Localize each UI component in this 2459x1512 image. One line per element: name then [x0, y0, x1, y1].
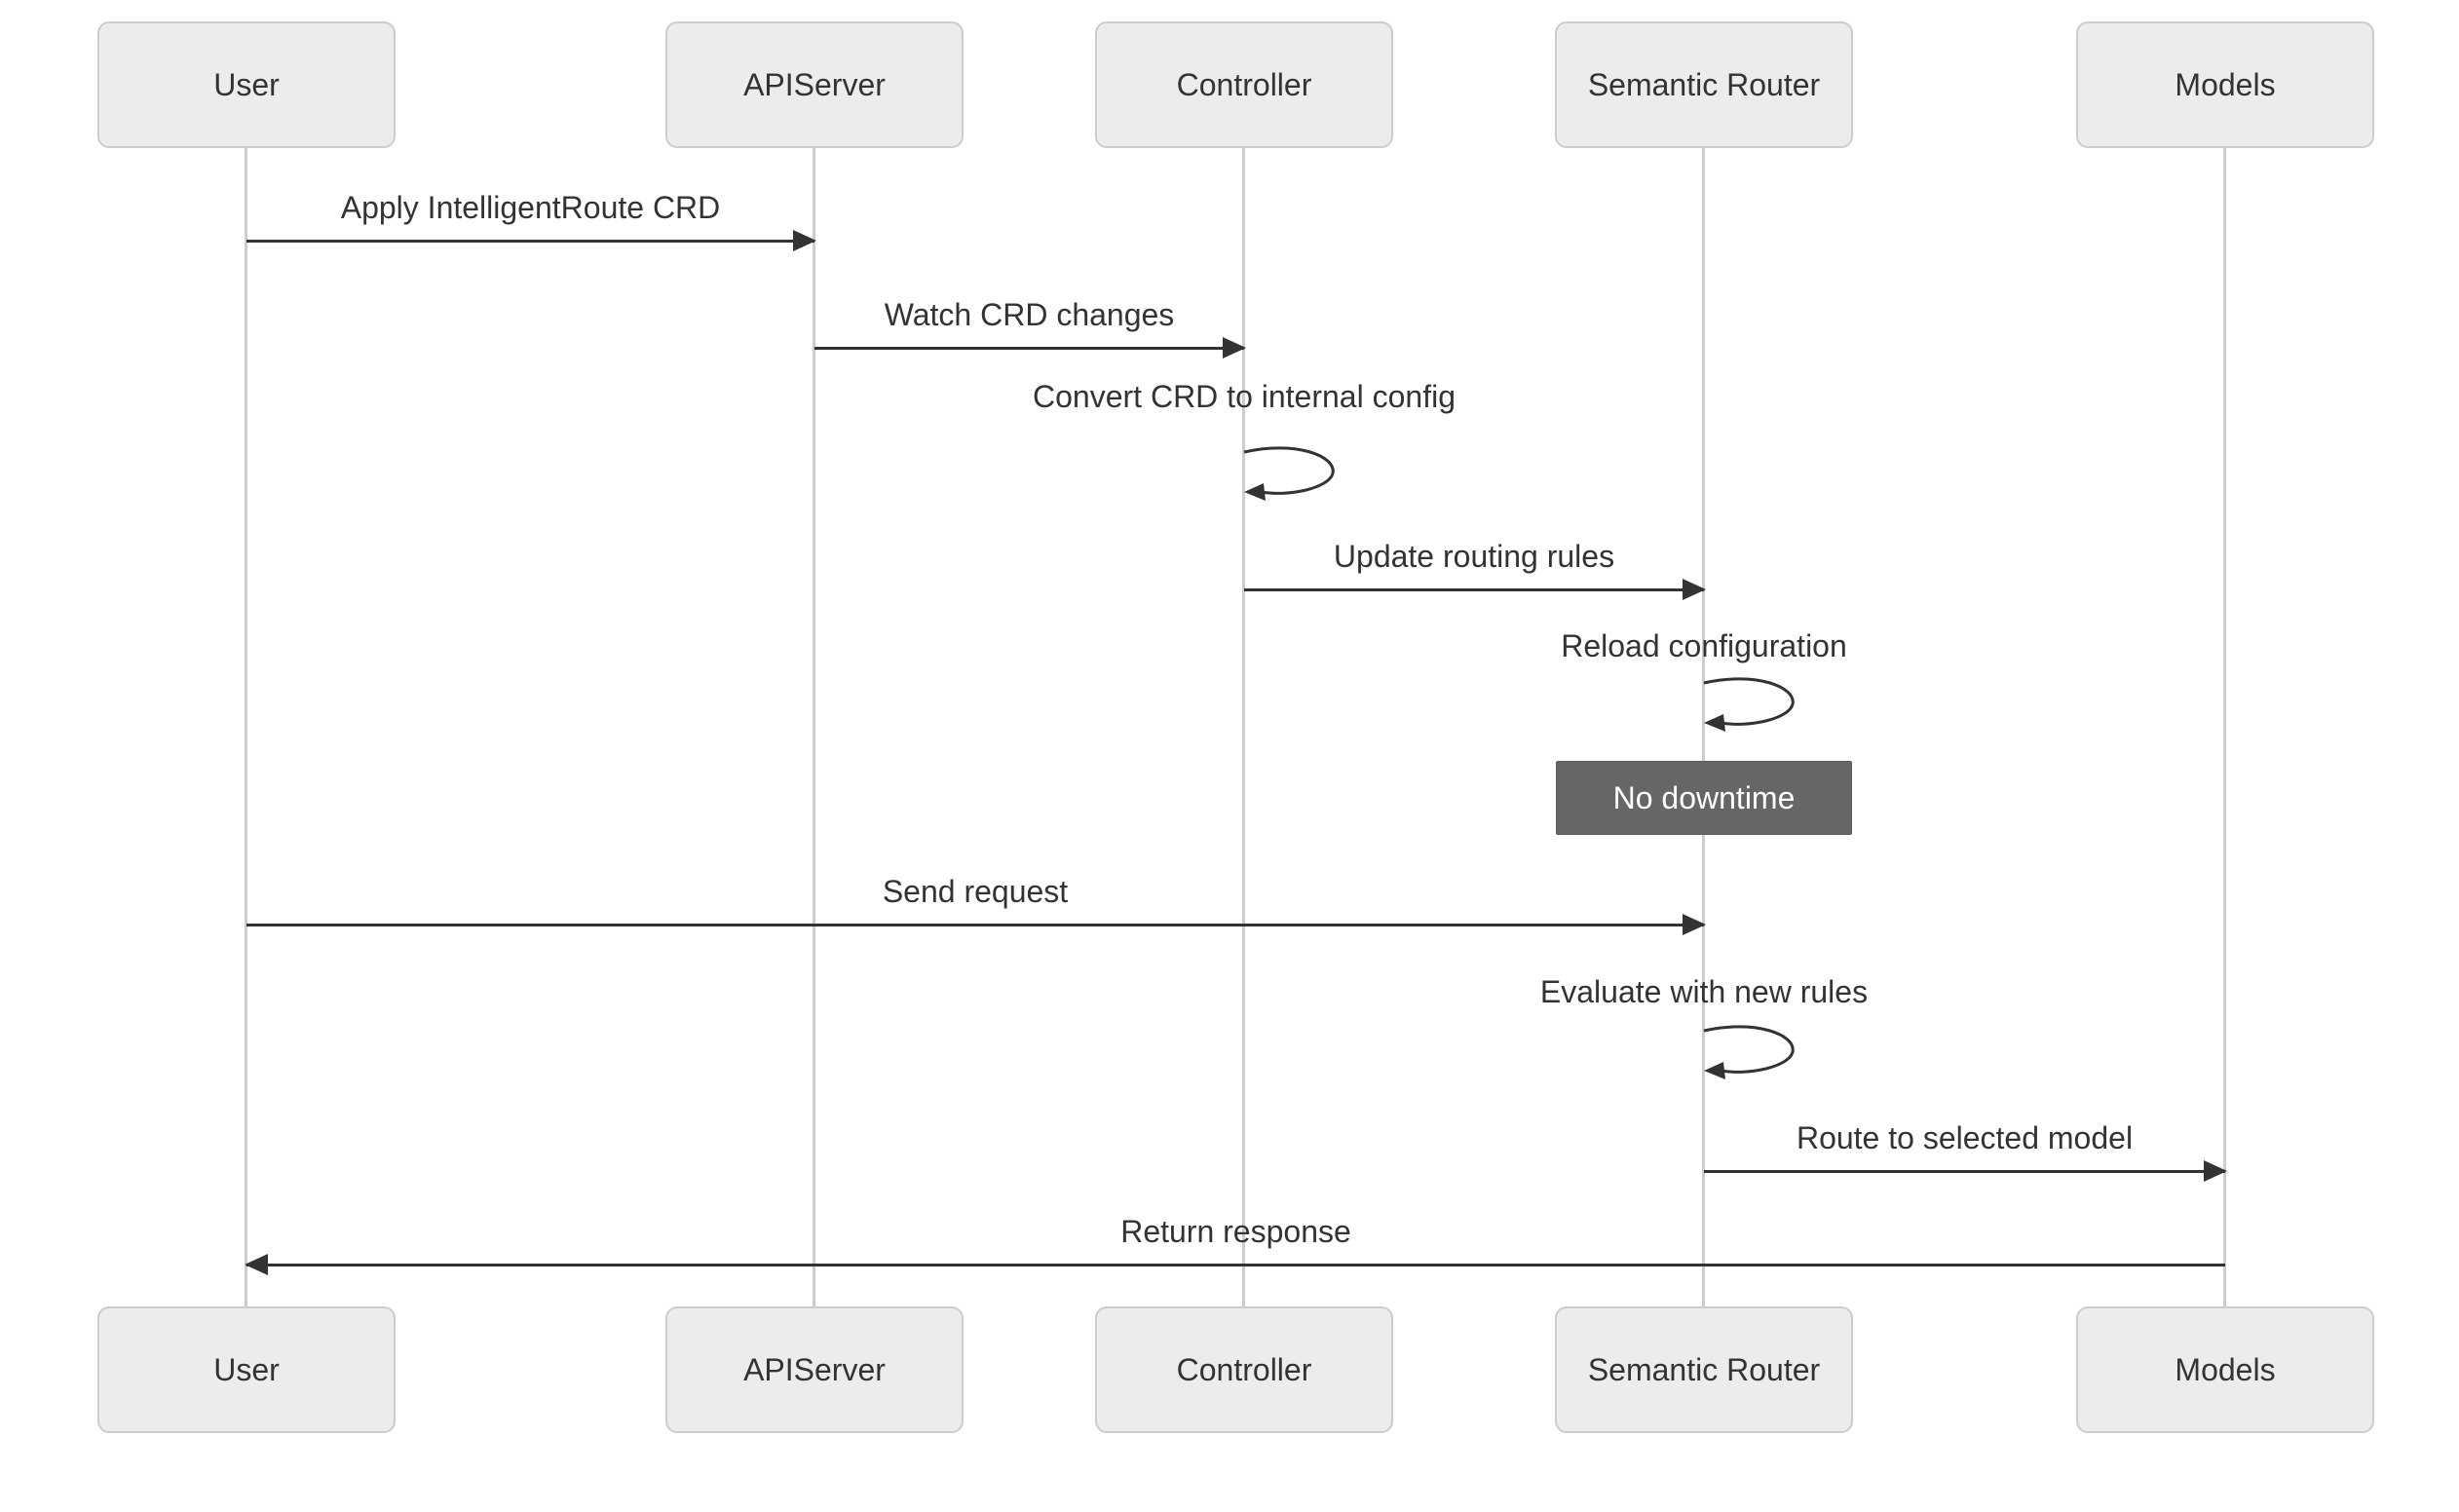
self-loop-arrow-icon	[1703, 677, 1795, 732]
arrowhead-right-icon	[1223, 337, 1246, 359]
actor-label: APIServer	[743, 1351, 886, 1387]
actor-top-models: Models	[2076, 21, 2374, 148]
actor-label: User	[213, 66, 280, 102]
self-loop-arrow-icon	[1243, 446, 1335, 501]
message-convert-crd-to-internal-config: Convert CRD to internal config	[1033, 379, 1456, 414]
actor-label: Models	[2175, 1351, 2276, 1387]
message-evaluate-with-new-rules: Evaluate with new rules	[1539, 974, 1869, 1009]
note-no-downtime: No downtime	[1556, 761, 1852, 835]
message-line	[246, 1264, 2225, 1266]
actor-label: Semantic Router	[1587, 66, 1821, 102]
actor-bottom-semantic-router: Semantic Router	[1555, 1306, 1853, 1433]
message-line	[1704, 1170, 2225, 1173]
message-line	[1244, 588, 1704, 591]
actor-label: Models	[2175, 66, 2276, 102]
note-label: No downtime	[1612, 779, 1796, 815]
arrowhead-left-icon	[245, 1254, 268, 1275]
actor-bottom-models: Models	[2076, 1306, 2374, 1433]
actor-top-semantic-router: Semantic Router	[1555, 21, 1853, 148]
lifeline-user	[245, 148, 247, 1306]
actor-top-user: User	[97, 21, 396, 148]
arrowhead-right-icon	[1683, 914, 1706, 935]
arrowhead-right-icon	[1683, 579, 1706, 600]
message-line	[246, 240, 814, 243]
self-loop-arrow-icon	[1703, 1025, 1795, 1079]
actor-label: Controller	[1176, 66, 1312, 102]
actor-label: User	[213, 1351, 280, 1387]
message-line	[814, 347, 1244, 350]
arrowhead-right-icon	[2204, 1160, 2227, 1182]
lifeline-models	[2223, 148, 2226, 1306]
actor-bottom-apiserver: APIServer	[665, 1306, 964, 1433]
actor-label: Semantic Router	[1587, 1351, 1821, 1387]
message-label: Watch CRD changes	[884, 297, 1175, 332]
arrowhead-right-icon	[793, 230, 816, 251]
actor-top-controller: Controller	[1095, 21, 1393, 148]
message-line	[246, 924, 1704, 926]
message-label: Send request	[882, 874, 1069, 909]
actor-bottom-user: User	[97, 1306, 396, 1433]
actor-label: Controller	[1176, 1351, 1312, 1387]
message-label: Apply IntelligentRoute CRD	[340, 190, 721, 225]
lifeline-controller	[1242, 148, 1245, 1306]
lifeline-semantic-router	[1702, 148, 1705, 1306]
actor-label: APIServer	[743, 66, 886, 102]
lifeline-apiserver	[813, 148, 815, 1306]
message-reload-configuration: Reload configuration	[1561, 628, 1847, 663]
message-label: Return response	[1120, 1214, 1351, 1249]
message-label: Update routing rules	[1333, 539, 1615, 574]
actor-top-apiserver: APIServer	[665, 21, 964, 148]
actor-bottom-controller: Controller	[1095, 1306, 1393, 1433]
message-label: Route to selected model	[1796, 1120, 2134, 1155]
